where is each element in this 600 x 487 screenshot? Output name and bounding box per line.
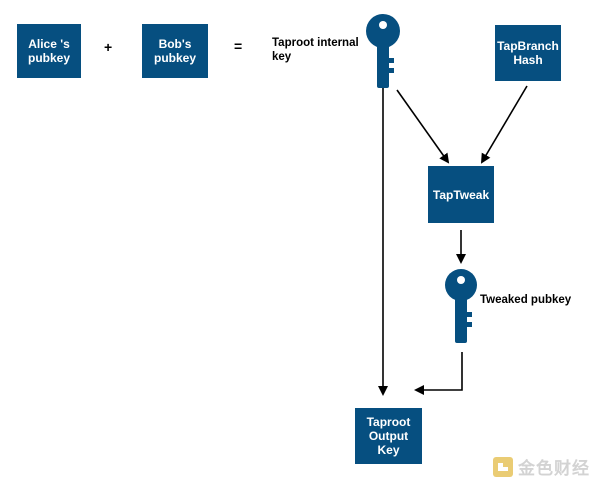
arrow-internal-to-taptweak (396, 89, 450, 164)
tapbranch-hash-box: TapBranch Hash (495, 25, 561, 81)
taproot-output-key-box: Taproot Output Key (355, 408, 422, 464)
plus-sign: + (104, 39, 113, 55)
tweaked-key-icon (445, 269, 477, 343)
arrow-tweaked-to-output (414, 352, 463, 395)
watermark-logo-icon (493, 456, 513, 477)
taptweak-label: TapTweak (432, 187, 490, 202)
watermark-text: 金色财经 (518, 459, 590, 478)
alice-pubkey-label: Alice 's pubkey (27, 37, 70, 65)
tapbranch-hash-label: TapBranch Hash (497, 39, 559, 67)
tweaked-pubkey-label: Tweaked pubkey (480, 294, 572, 306)
internal-key-label: Taproot internal key (272, 37, 359, 63)
equals-sign: = (234, 38, 243, 54)
arrow-tapbranch-to-taptweak (480, 85, 528, 164)
bob-pubkey-label: Bob's pubkey (153, 37, 196, 65)
taproot-output-key-label: Taproot Output Key (366, 415, 411, 457)
internal-key-icon (366, 14, 400, 88)
watermark: 金色财经 (492, 454, 590, 479)
alice-pubkey-box: Alice 's pubkey (17, 24, 81, 78)
bob-pubkey-box: Bob's pubkey (142, 24, 208, 78)
taptweak-box: TapTweak (428, 166, 494, 223)
